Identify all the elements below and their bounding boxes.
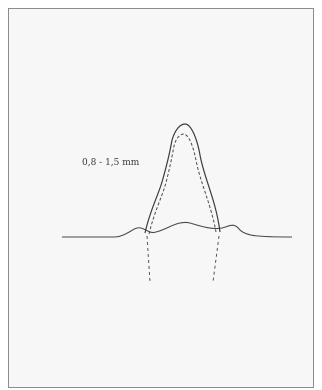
- gum-line: [62, 221, 293, 238]
- root-line-right: [212, 235, 220, 283]
- tooth-outline: [144, 123, 221, 234]
- root-line-left: [146, 235, 151, 283]
- thickness-label: 0,8 - 1,5 mm: [82, 158, 140, 168]
- preparation-outline: [148, 133, 217, 235]
